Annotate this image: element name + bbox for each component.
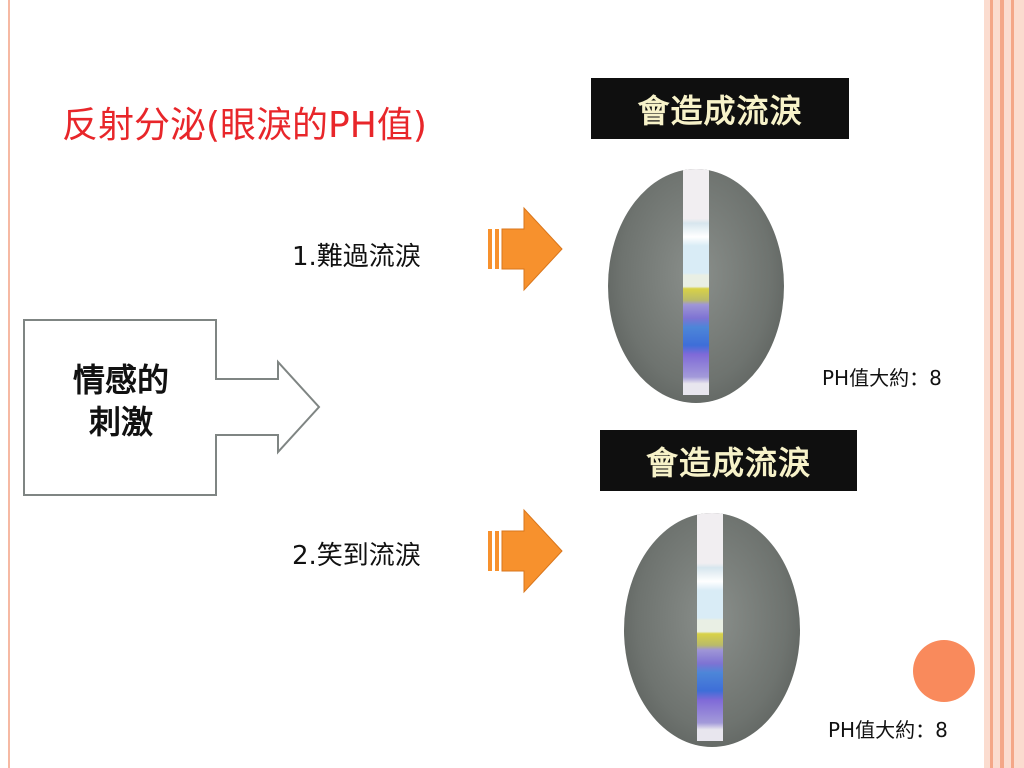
ph-test-strip-1 (683, 169, 709, 395)
step-2-arrow-icon (488, 508, 563, 594)
ph-strip-photo-2 (624, 513, 800, 747)
ph-value-2: PH值大約：8 (828, 718, 948, 742)
stimulus-line-2: 刺激 (88, 402, 153, 441)
ph-strip-photo-1 (608, 169, 784, 403)
stimulus-box-text: 情感的 刺激 (46, 360, 196, 443)
step-2-label: 2.笑到流淚 (292, 541, 421, 571)
accent-dot (913, 640, 975, 702)
result-label-1: 會造成流淚 (591, 78, 849, 139)
left-border-line (8, 0, 10, 768)
step-1-arrow-icon (488, 206, 563, 292)
step-1-label: 1.難過流淚 (292, 242, 421, 272)
slide-title: 反射分泌(眼淚的PH值) (62, 105, 427, 146)
right-decorative-stripes (984, 0, 1024, 768)
stimulus-line-1: 情感的 (72, 361, 169, 399)
ph-value-1: PH值大約：8 (822, 366, 942, 390)
stimulus-arrow-box (23, 319, 321, 496)
ph-test-strip-2 (697, 513, 723, 741)
result-label-2: 會造成流淚 (600, 430, 857, 491)
